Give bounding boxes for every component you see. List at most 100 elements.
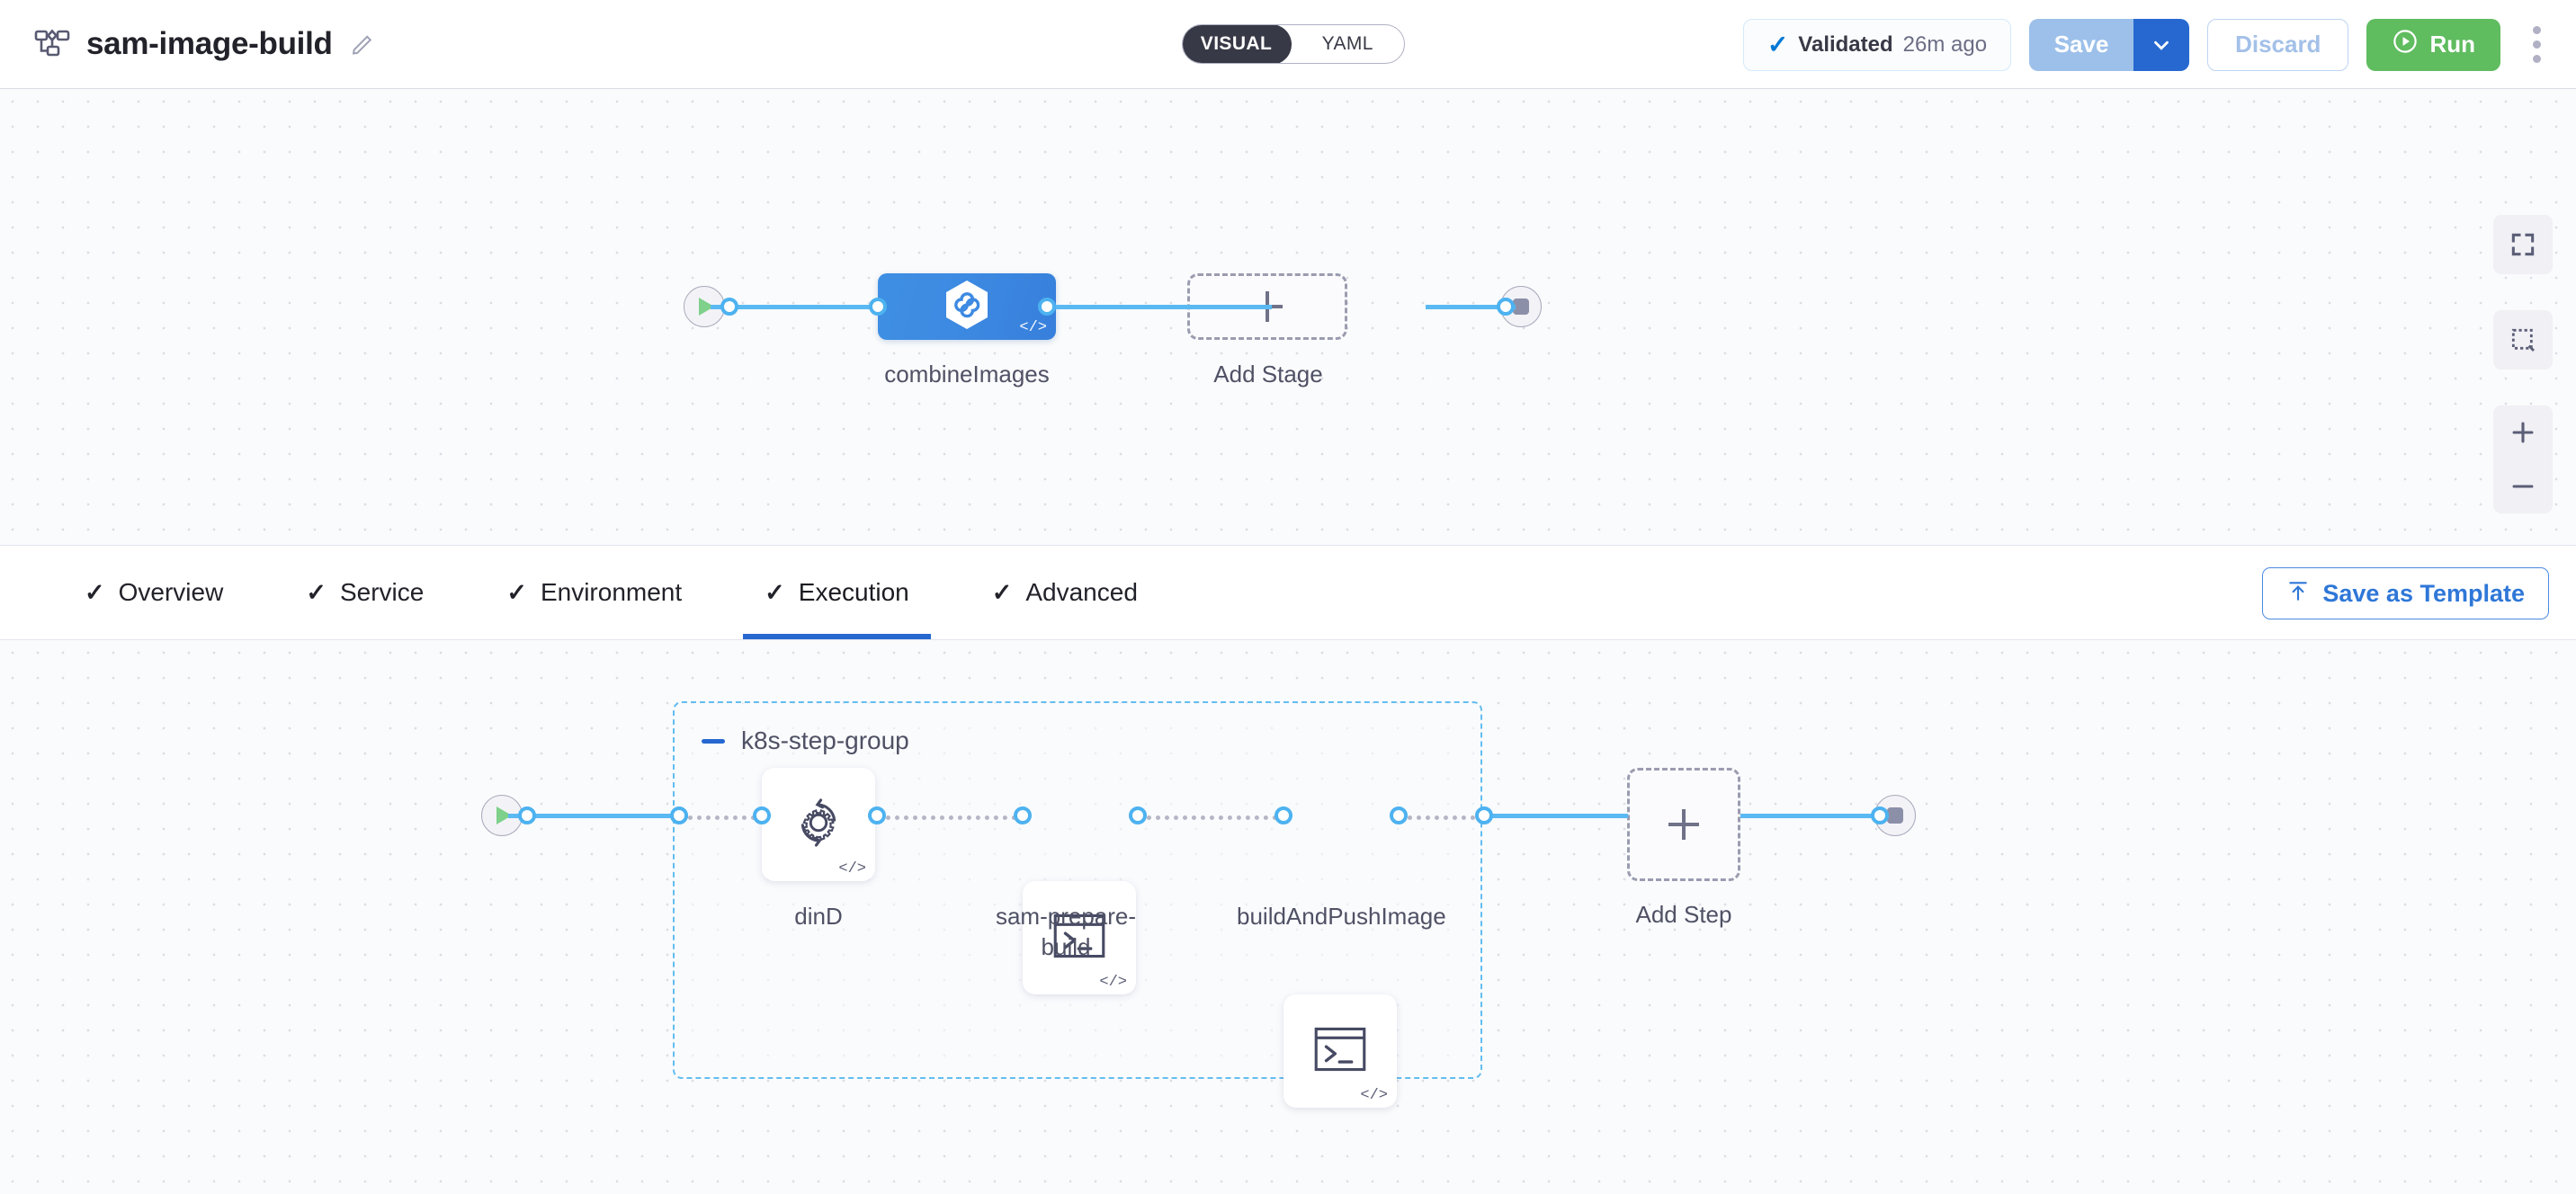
check-icon: ✓	[991, 578, 1013, 606]
stage-start-node[interactable]	[481, 795, 523, 836]
step-node-build-and-push-image[interactable]: </>	[1284, 994, 1397, 1108]
connector-buildpush-to-groupend	[1408, 815, 1484, 820]
connector-dind-to-samprepare	[886, 815, 1025, 820]
stage-canvas[interactable]: </> combineImages Add Stage	[0, 89, 2576, 545]
minus-collapse-icon[interactable]	[702, 738, 725, 744]
step-node-dind[interactable]: </>	[762, 768, 875, 881]
app-header: sam-image-build VISUAL YAML ✓ Validated …	[0, 0, 2576, 89]
port-stage-out[interactable]	[1038, 298, 1056, 316]
step-label-dind: dinD	[794, 903, 843, 930]
tab-environment[interactable]: ✓ Environment	[465, 546, 723, 639]
save-button[interactable]: Save	[2029, 18, 2134, 71]
connector-group-to-dind	[688, 815, 765, 820]
save-as-template-button[interactable]: Save as Template	[2262, 567, 2549, 619]
port-dind-out[interactable]	[868, 806, 886, 824]
stage-code-badge: </>	[1019, 319, 1047, 336]
tab-label: Execution	[798, 578, 909, 606]
port-group-in[interactable]	[670, 806, 688, 824]
pipeline-flow-icon	[32, 24, 72, 64]
stop-icon	[1874, 795, 1916, 836]
mode-visual-button[interactable]: VISUAL	[1183, 25, 1292, 63]
step-code-badge: </>	[1360, 1087, 1388, 1104]
tab-label: Environment	[540, 578, 683, 606]
step-group-header: k8s-step-group	[675, 703, 1480, 755]
tab-label: Overview	[118, 578, 224, 606]
add-step-button[interactable]	[1627, 768, 1740, 881]
view-mode-toggle[interactable]: VISUAL YAML	[1182, 24, 1405, 64]
port-group-out[interactable]	[1475, 806, 1493, 824]
connector-samprepare-to-buildpush	[1147, 815, 1286, 820]
tab-service[interactable]: ✓ Service	[264, 546, 465, 639]
step-label-build-and-push-image: buildAndPushImage	[1237, 903, 1446, 930]
step-label-sam-prepare-build: sam-prepare-build	[995, 903, 1137, 961]
header-actions: ✓ Validated 26m ago Save Discard Run	[1742, 0, 2554, 89]
stage-end-node[interactable]	[1874, 795, 1916, 836]
tab-label: Advanced	[1025, 578, 1138, 606]
upload-template-icon	[2286, 579, 2310, 609]
port-buildpush-out[interactable]	[1390, 806, 1408, 824]
header-left-group: sam-image-build	[0, 24, 378, 64]
check-icon: ✓	[306, 578, 326, 606]
connector-addstage-to-end	[1426, 305, 1516, 309]
fit-to-screen-button[interactable]	[2493, 215, 2553, 274]
port-buildpush-in[interactable]	[1275, 806, 1292, 824]
port-stage-in[interactable]	[869, 298, 887, 316]
pencil-edit-icon[interactable]	[347, 29, 378, 59]
canvas-controls	[2493, 215, 2553, 513]
terminal-icon	[1312, 1025, 1368, 1078]
play-icon	[481, 795, 523, 836]
config-tabbar: ✓ Overview ✓ Service ✓ Environment ✓ Exe…	[0, 545, 2576, 640]
step-code-badge: </>	[1099, 974, 1127, 991]
run-button[interactable]: Run	[2366, 18, 2500, 71]
add-stage-label: Add Stage	[1213, 361, 1323, 388]
step-code-badge: </>	[838, 860, 866, 878]
zoom-to-selection-button[interactable]	[2493, 310, 2553, 370]
page-title: sam-image-build	[86, 26, 333, 61]
check-icon: ✓	[506, 578, 527, 606]
tab-execution[interactable]: ✓ Execution	[723, 546, 951, 639]
tab-list: ✓ Overview ✓ Service ✓ Environment ✓ Exe…	[0, 546, 1179, 639]
tab-overview[interactable]: ✓ Overview	[43, 546, 264, 639]
connector-start-to-group	[508, 814, 688, 818]
stage-node-combineimages[interactable]: </>	[878, 273, 1056, 340]
steps-canvas[interactable]: Execution Rollback	[0, 640, 2576, 1194]
save-as-template-label: Save as Template	[2322, 579, 2525, 607]
port-end-in[interactable]	[1497, 298, 1515, 316]
port-samprepare-out[interactable]	[1129, 806, 1147, 824]
connector-stage-to-addstage	[1047, 305, 1272, 309]
port-samprepare-in[interactable]	[1014, 806, 1032, 824]
step-node-sam-prepare-build[interactable]: </>	[1023, 881, 1136, 994]
stage-label: combineImages	[884, 361, 1050, 388]
zoom-controls	[2493, 405, 2553, 513]
port-dind-in[interactable]	[753, 806, 771, 824]
add-step-label: Add Step	[1635, 901, 1732, 928]
mode-yaml-button[interactable]: YAML	[1321, 33, 1373, 54]
run-label: Run	[2429, 31, 2475, 58]
tab-advanced[interactable]: ✓ Advanced	[951, 546, 1179, 639]
connector-group-to-addstep	[1484, 814, 1628, 818]
chevron-down-icon[interactable]	[2133, 18, 2190, 71]
port-stage-end-in[interactable]	[1871, 806, 1889, 824]
port-stage-start-out[interactable]	[518, 806, 536, 824]
status-badge: ✓ Validated 26m ago	[1742, 18, 2012, 71]
validated-timestamp: 26m ago	[1902, 31, 1988, 57]
terminal-icon	[1051, 912, 1107, 965]
check-icon: ✓	[1767, 30, 1789, 58]
port-start-out[interactable]	[720, 298, 738, 316]
connector-start-to-stage	[711, 305, 878, 309]
connector-addstep-to-end	[1740, 814, 1889, 818]
discard-button[interactable]: Discard	[2207, 18, 2349, 71]
zoom-in-button[interactable]	[2493, 405, 2553, 459]
save-button-group[interactable]: Save	[2029, 18, 2190, 71]
zoom-out-button[interactable]	[2493, 459, 2553, 513]
cd-infinity-icon	[942, 279, 992, 335]
plus-icon	[1668, 809, 1699, 840]
tab-label: Service	[339, 578, 425, 606]
gear-rotate-icon	[791, 795, 846, 855]
check-icon: ✓	[85, 578, 105, 606]
play-circle-icon	[2392, 28, 2419, 61]
more-vertical-icon[interactable]	[2518, 19, 2554, 71]
step-group-title: k8s-step-group	[741, 726, 909, 754]
validated-label: Validated	[1798, 31, 1893, 57]
check-icon: ✓	[765, 578, 785, 606]
